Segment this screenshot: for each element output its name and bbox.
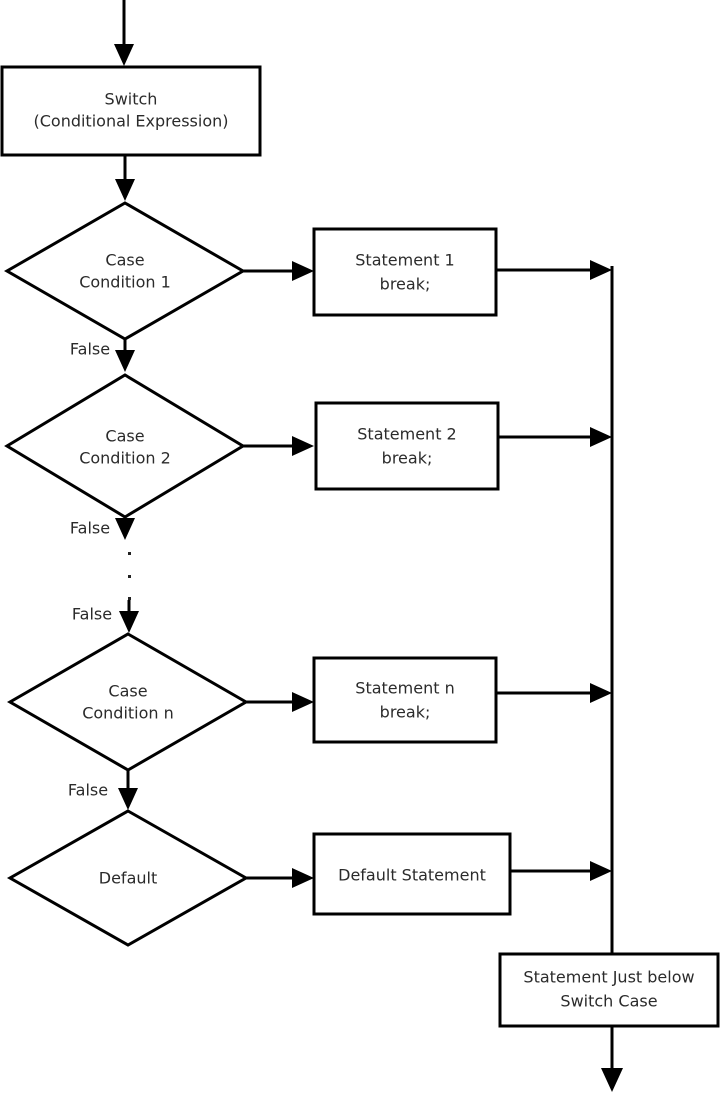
statement-n-box: Statement n break; bbox=[312, 656, 498, 744]
false-label-1: False bbox=[70, 340, 110, 359]
exit-arrow bbox=[601, 1026, 623, 1092]
false-branch-2: False bbox=[70, 517, 135, 540]
default-diamond-label: Default bbox=[99, 869, 157, 888]
case-condition-n-line1: Case bbox=[108, 682, 147, 701]
exit-statement-box: Statement Just below Switch Case bbox=[498, 952, 720, 1028]
exit-statement-line2: Switch Case bbox=[560, 992, 657, 1011]
case-condition-1-line2: Condition 1 bbox=[79, 273, 171, 292]
connector-default-to-default-statement bbox=[246, 868, 314, 888]
statement-1-line1: Statement 1 bbox=[355, 251, 454, 270]
default-statement-box: Default Statement bbox=[312, 832, 512, 916]
case-condition-n-diamond: Case Condition n bbox=[6, 632, 250, 772]
statement-1-box: Statement 1 break; bbox=[312, 227, 498, 317]
statement-2-line2: break; bbox=[382, 449, 433, 468]
false-branch-4: False bbox=[68, 770, 138, 810]
switch-box: Switch (Conditional Expression) bbox=[0, 65, 262, 157]
case-condition-2-diamond: Case Condition 2 bbox=[4, 373, 246, 519]
case-condition-2-line2: Condition 2 bbox=[79, 449, 171, 468]
switch-box-line1: Switch bbox=[105, 90, 158, 109]
false-label-2: False bbox=[70, 519, 110, 538]
default-diamond: Default bbox=[6, 809, 250, 947]
switch-box-line2: (Conditional Expression) bbox=[33, 112, 228, 131]
exit-statement-line1: Statement Just below bbox=[523, 968, 694, 987]
connector-statementn-to-merge bbox=[496, 683, 612, 703]
case-condition-2-line1: Case bbox=[105, 427, 144, 446]
case-condition-n-line2: Condition n bbox=[82, 704, 174, 723]
false-branch-3: False bbox=[72, 600, 139, 633]
connector-case1-to-statement1 bbox=[243, 261, 314, 281]
false-branch-1: False bbox=[70, 339, 135, 372]
statement-n-line2: break; bbox=[380, 703, 431, 722]
default-statement-label: Default Statement bbox=[338, 866, 486, 885]
false-label-3: False bbox=[72, 605, 112, 624]
statement-1-line2: break; bbox=[380, 275, 431, 294]
statement-2-box: Statement 2 break; bbox=[314, 401, 500, 491]
statement-2-line1: Statement 2 bbox=[357, 425, 456, 444]
false-label-4: False bbox=[68, 781, 108, 800]
connector-switch-to-case1 bbox=[115, 155, 135, 201]
statement-n-line1: Statement n bbox=[355, 679, 454, 698]
vertical-ellipsis bbox=[128, 552, 131, 600]
connector-statement2-to-merge bbox=[498, 427, 612, 447]
connector-default-statement-to-merge bbox=[510, 861, 612, 881]
connector-case2-to-statement2 bbox=[243, 436, 314, 456]
connector-statement1-to-merge bbox=[496, 260, 612, 280]
entry-arrow bbox=[114, 0, 134, 66]
case-condition-1-diamond: Case Condition 1 bbox=[3, 201, 247, 341]
case-condition-1-line1: Case bbox=[105, 251, 144, 270]
connector-casen-to-statementn bbox=[246, 692, 314, 712]
